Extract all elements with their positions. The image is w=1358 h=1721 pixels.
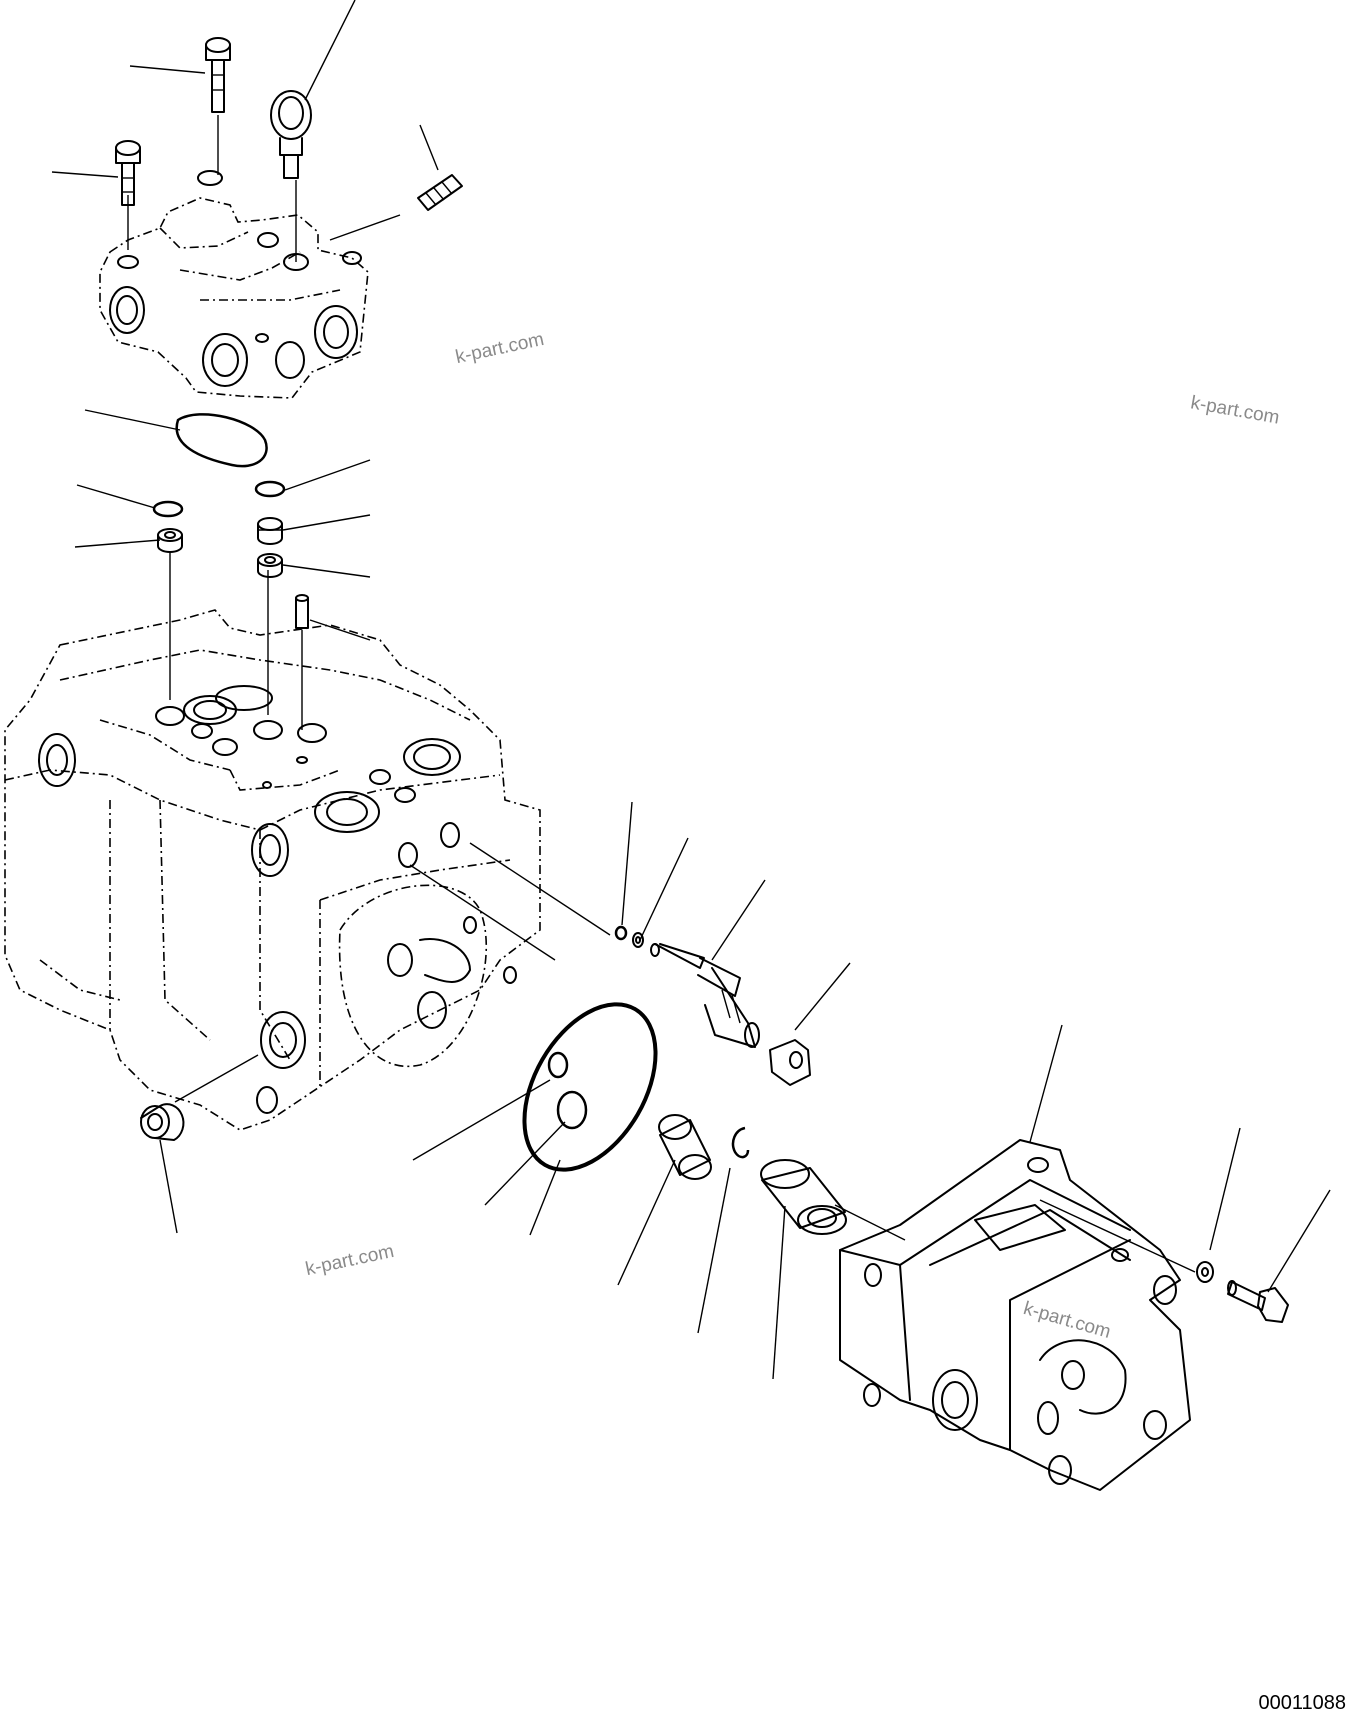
gear-pump <box>839 1139 1191 1491</box>
coupling <box>760 1159 847 1235</box>
drawing-number: 00011088 <box>1258 1692 1347 1714</box>
gasket <box>175 413 268 468</box>
alignment-lines <box>127 115 1196 1273</box>
spool-plug <box>769 1039 811 1086</box>
socket-head-bolt-short <box>115 140 141 206</box>
hex-bolt <box>1227 1280 1289 1323</box>
o-ring-left <box>152 500 184 518</box>
spring-plug <box>257 517 283 545</box>
top-valve-block <box>99 170 369 399</box>
pin <box>295 594 309 629</box>
backup-ring <box>632 932 644 948</box>
collar-left <box>157 528 183 553</box>
leader-lines <box>51 0 1331 1380</box>
small-o-ring <box>614 925 628 941</box>
adjusting-screw <box>417 174 463 211</box>
collar-right <box>257 553 283 578</box>
bushing <box>658 1114 712 1180</box>
large-o-ring <box>522 1002 658 1172</box>
washer <box>1196 1261 1214 1283</box>
plug <box>140 1103 185 1141</box>
o-ring-right <box>254 480 286 498</box>
main-pump-body <box>4 609 541 1131</box>
spool <box>650 943 760 1048</box>
socket-head-bolt-long <box>205 37 231 113</box>
snap-ring <box>731 1126 750 1159</box>
eye-bolt <box>270 90 312 179</box>
